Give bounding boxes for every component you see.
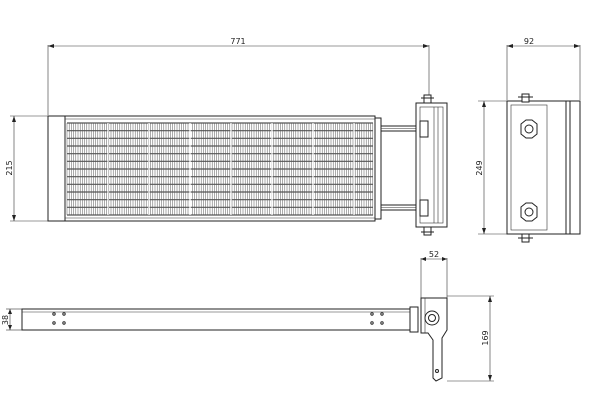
bracket-slot-hole — [435, 369, 439, 373]
dimension-label-169: 169 — [481, 330, 490, 345]
bracket-side-view: 52 169 — [420, 250, 494, 382]
dimension-bracket-height: 169 — [447, 295, 494, 382]
dimension-bar-height: 38 — [1, 308, 22, 331]
bottom-bolt — [423, 226, 432, 236]
side-view: 92 249 — [475, 37, 581, 243]
bar-end-block — [409, 306, 419, 333]
dimension-label-38: 38 — [1, 315, 10, 325]
top-bolt — [423, 94, 432, 104]
finned-core — [66, 122, 374, 216]
side-body — [506, 100, 581, 235]
side-top-bolt — [521, 93, 530, 103]
dimension-bracket-offset: 52 — [420, 250, 448, 298]
bracket-pivot-outer — [424, 310, 440, 326]
dimension-label-249: 249 — [475, 160, 484, 175]
right-header-plate — [374, 117, 382, 220]
dimension-label-215: 215 — [5, 160, 14, 175]
side-outlet-fitting — [520, 202, 538, 222]
dimension-label-52: 52 — [429, 250, 439, 259]
front-view: 771 215 — [5, 37, 448, 236]
dimension-overall-length: 771 — [47, 37, 430, 115]
inlet-nut — [419, 120, 429, 138]
dimension-side-width: 92 — [506, 37, 581, 100]
dimension-side-height: 249 — [475, 100, 507, 235]
side-inlet-fitting — [520, 119, 538, 139]
dimension-label-92: 92 — [524, 37, 534, 46]
dimension-label-771: 771 — [230, 37, 245, 46]
dimension-front-height: 215 — [5, 115, 48, 222]
outlet-nut — [419, 199, 429, 217]
bracket-bar-view: 38 — [1, 306, 419, 333]
left-end-cap — [47, 115, 66, 222]
l-bracket — [420, 297, 448, 382]
bracket-pivot-inner — [428, 314, 436, 322]
